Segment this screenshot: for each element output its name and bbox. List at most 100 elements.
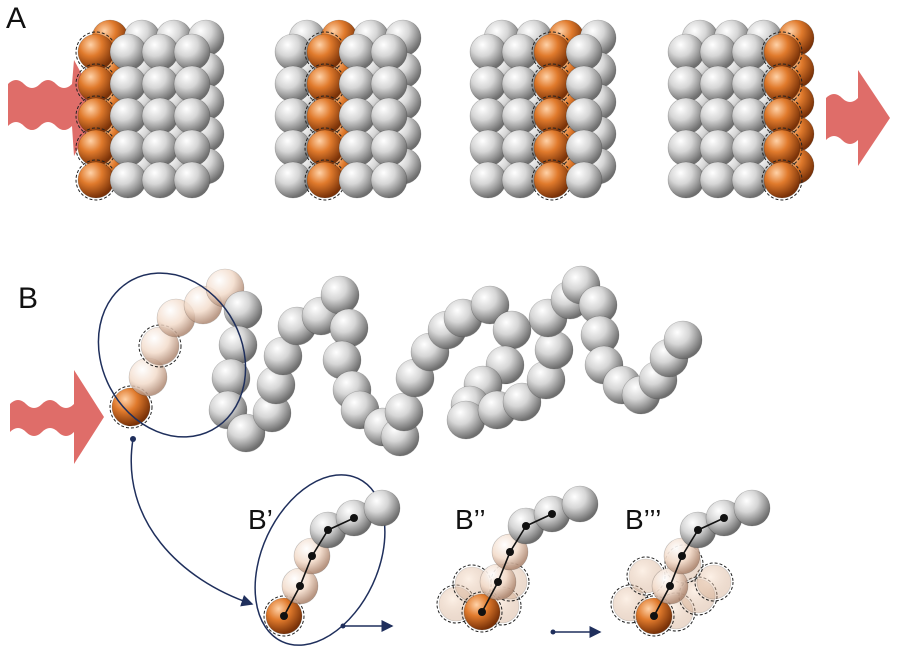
atom — [141, 161, 179, 199]
atom — [469, 129, 507, 167]
atom — [274, 33, 312, 71]
bond-lines — [478, 510, 556, 616]
atom — [731, 97, 769, 135]
atom — [109, 65, 147, 103]
panel-label-a: A — [6, 2, 27, 35]
sub-panel-label-b3: B’’’ — [625, 504, 662, 535]
atom — [370, 97, 408, 135]
atom — [274, 65, 312, 103]
atom — [699, 65, 737, 103]
ghost-monomer — [694, 562, 734, 602]
atom — [667, 65, 705, 103]
atom — [469, 161, 507, 199]
zoom-connector-curve — [130, 438, 254, 607]
atom — [109, 33, 147, 71]
atom — [338, 129, 376, 167]
atom — [338, 65, 376, 103]
zoom-ellipse — [97, 272, 247, 438]
chain-monomer-hot — [109, 385, 153, 429]
atom — [173, 97, 211, 135]
atom — [141, 129, 179, 167]
panel-label-b: B — [18, 282, 39, 315]
atom — [731, 33, 769, 71]
atom — [109, 161, 147, 199]
atom — [370, 129, 408, 167]
atom — [501, 65, 539, 103]
atom — [141, 65, 179, 103]
sub-monomer — [363, 489, 401, 527]
atom — [667, 129, 705, 167]
sub-monomer — [561, 485, 599, 523]
bond-lines — [650, 514, 728, 620]
atom — [731, 161, 769, 199]
atom — [109, 97, 147, 135]
chain-monomer — [492, 310, 532, 350]
atom — [667, 33, 705, 71]
sub-panel-chains — [263, 485, 771, 637]
atom — [731, 65, 769, 103]
atom — [338, 161, 376, 199]
hot-atom — [761, 159, 803, 201]
atom — [565, 129, 603, 167]
atom — [501, 33, 539, 71]
atom — [699, 129, 737, 167]
atom — [469, 97, 507, 135]
incoming-heat-arrow — [8, 60, 100, 156]
step-arrow-2 — [550, 626, 602, 638]
hot-atom — [761, 63, 803, 105]
atom — [173, 129, 211, 167]
bond-lines — [280, 514, 358, 620]
step-arrow-1 — [340, 620, 394, 632]
sub-monomer — [733, 489, 771, 527]
atom — [699, 161, 737, 199]
sub-panel-label-b2: B’’ — [455, 504, 486, 535]
atom — [667, 97, 705, 135]
atom — [370, 65, 408, 103]
atom — [667, 161, 705, 199]
sub-panels — [254, 474, 771, 646]
atom — [338, 97, 376, 135]
chain-monomer — [470, 285, 510, 325]
panel-a-lattice-heat-transport — [8, 19, 890, 201]
atom — [699, 33, 737, 71]
panel-b-chain-heat-transport — [10, 265, 703, 607]
atom — [274, 161, 312, 199]
atom — [469, 65, 507, 103]
chain-monomer — [329, 308, 369, 348]
polymer-chain — [109, 265, 703, 457]
atom — [731, 129, 769, 167]
atom — [501, 97, 539, 135]
incoming-heat-arrow-b — [10, 370, 104, 464]
atom — [565, 65, 603, 103]
outgoing-heat-arrow — [826, 70, 890, 166]
atom — [173, 65, 211, 103]
atom — [274, 97, 312, 135]
lattice-blocks — [75, 19, 815, 201]
chain-monomer — [320, 275, 360, 315]
sub-panel-b1-ellipse — [254, 474, 386, 646]
chain-monomer — [384, 392, 424, 432]
sub-panel-label-b1: B’ — [248, 504, 273, 535]
atom — [565, 33, 603, 71]
atom — [274, 129, 312, 167]
chain-monomer — [663, 320, 703, 360]
atom — [173, 33, 211, 71]
atom — [370, 161, 408, 199]
atom — [370, 33, 408, 71]
chain-monomer — [534, 330, 574, 370]
chain-monomer — [226, 413, 266, 453]
atom — [141, 33, 179, 71]
atom — [469, 33, 507, 71]
atom — [501, 161, 539, 199]
atom — [699, 97, 737, 135]
atom — [501, 129, 539, 167]
atom — [565, 97, 603, 135]
atom — [173, 161, 211, 199]
atom — [565, 161, 603, 199]
chain-monomer — [502, 382, 542, 422]
atom — [141, 97, 179, 135]
chain-monomer — [223, 290, 263, 330]
atom — [109, 129, 147, 167]
atom — [338, 33, 376, 71]
